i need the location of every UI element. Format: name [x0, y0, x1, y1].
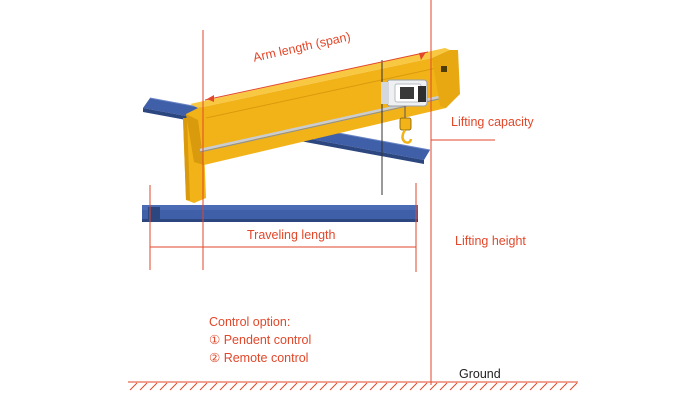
control-heading: Control option: [209, 315, 291, 329]
option-label: Remote control [223, 351, 309, 365]
ground-line [128, 381, 578, 391]
control-options: Control option: ① Pendent control ② Remo… [209, 313, 311, 367]
control-option-pendent: ① Pendent control [209, 331, 311, 349]
lower-rail [142, 205, 418, 222]
traveling-length-label: Traveling length [247, 228, 336, 242]
option-marker: ① [209, 333, 221, 347]
option-label: Pendent control [223, 333, 312, 347]
electric-hoist [381, 60, 428, 195]
lifting-capacity-label: Lifting capacity [451, 115, 534, 129]
lifting-height-label: Lifting height [455, 234, 526, 248]
option-marker: ② [209, 351, 221, 365]
ground-label: Ground [459, 367, 501, 381]
dimension-lines [149, 0, 495, 385]
control-option-remote: ② Remote control [209, 349, 311, 367]
